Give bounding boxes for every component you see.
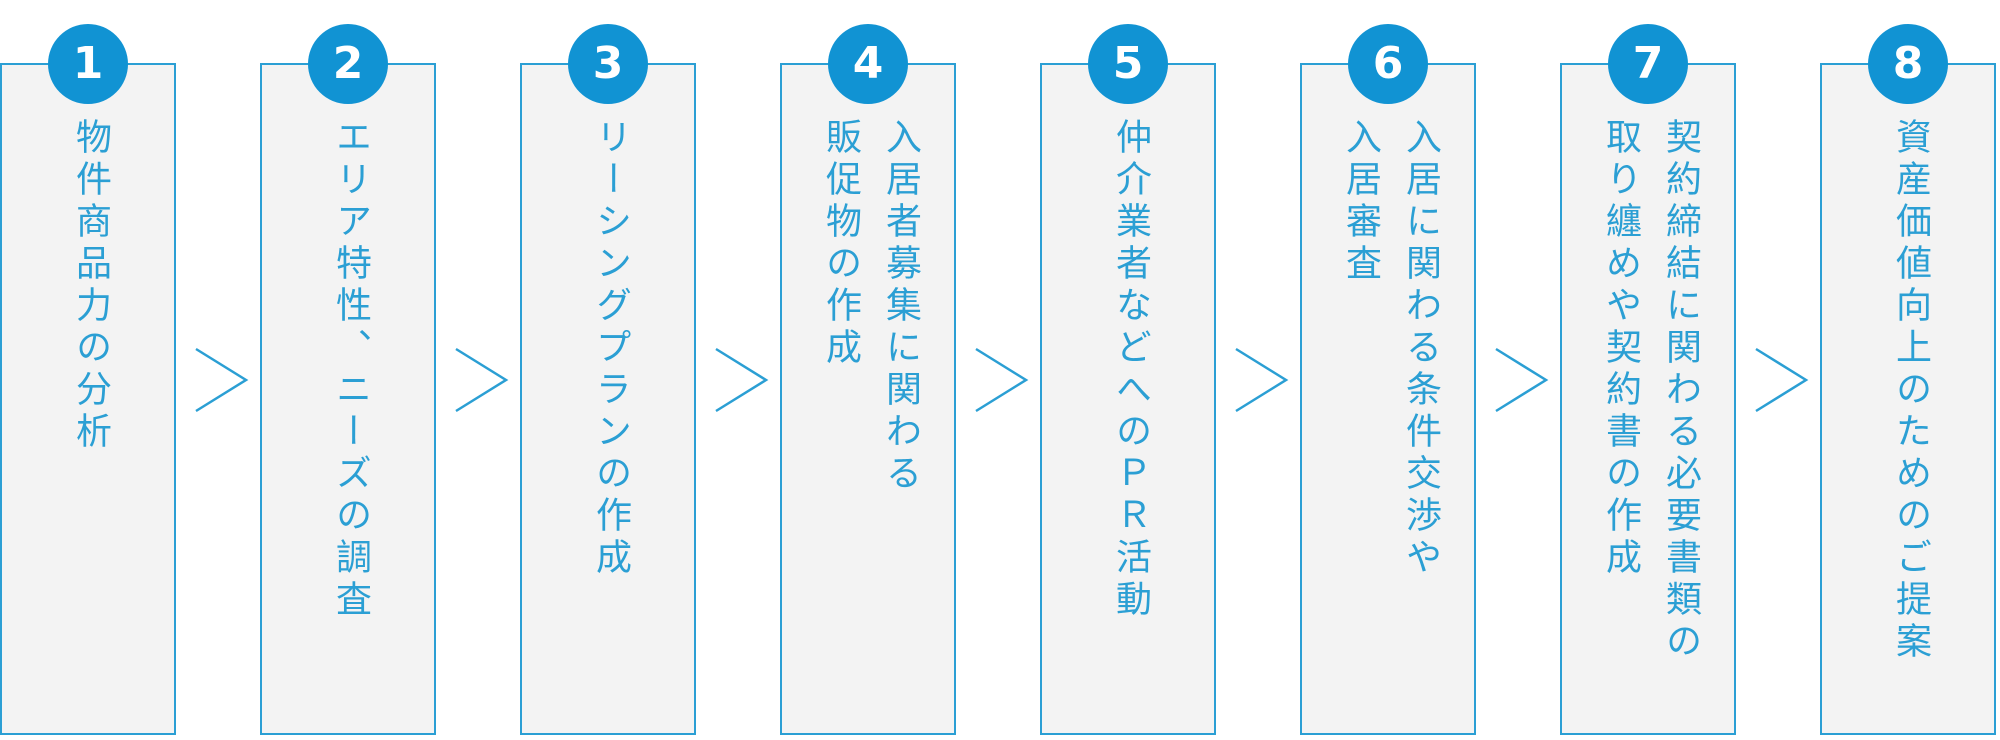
step-2-badge: 2 bbox=[308, 24, 388, 104]
step-6-box bbox=[1300, 63, 1476, 735]
step-2-text-line-1: エリア特性、ニーズの調査 bbox=[330, 118, 371, 622]
step-4-text-line-1: 入居者募集に関わる bbox=[880, 118, 921, 496]
step-3-text-line-1: リーシングプランの作成 bbox=[590, 118, 631, 580]
step-4-text-line-2: 販促物の作成 bbox=[820, 118, 861, 370]
chevron-right-icon bbox=[1235, 347, 1289, 413]
chevron-right-icon bbox=[1495, 347, 1549, 413]
step-2-box bbox=[260, 63, 436, 735]
step-7-text-line-2: 取り纏めや契約書の作成 bbox=[1600, 118, 1641, 580]
step-8-text-line-1: 資産価値向上のためのご提案 bbox=[1890, 118, 1931, 664]
step-6-badge: 6 bbox=[1348, 24, 1428, 104]
chevron-right-icon bbox=[1755, 347, 1809, 413]
step-1-badge: 1 bbox=[48, 24, 128, 104]
step-3-box bbox=[520, 63, 696, 735]
step-5-badge: 5 bbox=[1088, 24, 1168, 104]
step-8-box bbox=[1820, 63, 1996, 735]
step-3-badge: 3 bbox=[568, 24, 648, 104]
step-7-box bbox=[1560, 63, 1736, 735]
step-6-text-line-2: 入居審査 bbox=[1340, 118, 1381, 286]
step-6-text-line-1: 入居に関わる条件交渉や bbox=[1400, 118, 1441, 580]
step-1-text-line-1: 物件商品力の分析 bbox=[70, 118, 111, 454]
step-8-badge: 8 bbox=[1868, 24, 1948, 104]
step-7-text-line-1: 契約締結に関わる必要書類の bbox=[1660, 118, 1701, 664]
step-1-box bbox=[0, 63, 176, 735]
chevron-right-icon bbox=[975, 347, 1029, 413]
step-5-box bbox=[1040, 63, 1216, 735]
step-4-box bbox=[780, 63, 956, 735]
chevron-right-icon bbox=[715, 347, 769, 413]
step-5-text-line-1: 仲介業者などへのＰＲ活動 bbox=[1110, 118, 1151, 622]
chevron-right-icon bbox=[455, 347, 509, 413]
step-7-badge: 7 bbox=[1608, 24, 1688, 104]
chevron-right-icon bbox=[195, 347, 249, 413]
step-4-badge: 4 bbox=[828, 24, 908, 104]
